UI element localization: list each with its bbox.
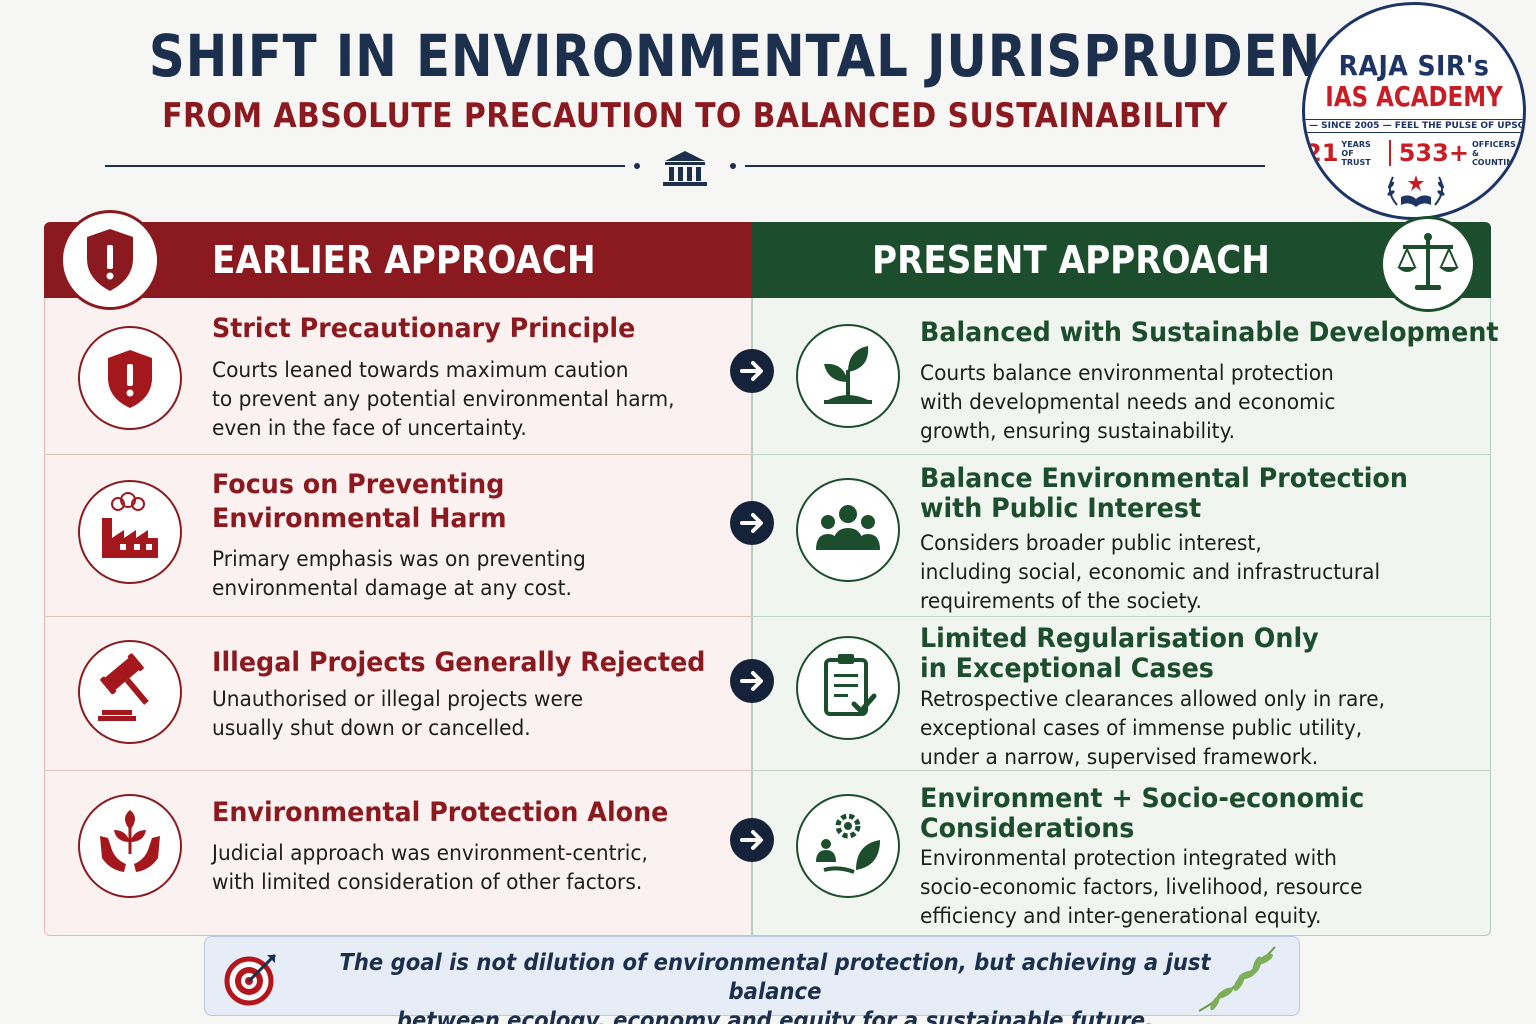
row3-present-body-1: Retrospective clearances allowed only in… bbox=[920, 687, 1386, 711]
logo-years-value: 21 bbox=[1305, 139, 1339, 167]
row2-earlier-heading-2: Environmental Harm bbox=[212, 503, 507, 534]
row1-earlier-body-3: even in the face of uncertainty. bbox=[212, 416, 527, 440]
row2-earlier-icon bbox=[78, 480, 182, 584]
row3-present-icon bbox=[796, 636, 900, 740]
row4-present-body-2: socio-economic factors, livelihood, reso… bbox=[920, 875, 1363, 899]
row4-earlier-icon bbox=[78, 794, 182, 898]
footer-line-1: The goal is not dilution of environmenta… bbox=[339, 950, 1211, 1005]
row1-present-heading: Balanced with Sustainable Development bbox=[920, 317, 1499, 348]
row4-present-icon bbox=[796, 794, 900, 898]
title-divider bbox=[105, 151, 1265, 186]
present-header-title: PRESENT APPROACH bbox=[872, 238, 1270, 282]
row4-earlier-heading: Environmental Protection Alone bbox=[212, 797, 669, 828]
row1-arrow-icon bbox=[730, 349, 774, 393]
logo-academy: IAS ACADEMY bbox=[1325, 80, 1503, 113]
logo-officers-label: OFFICERS bbox=[1471, 139, 1516, 149]
shield-alert-icon bbox=[108, 350, 152, 408]
olive-branch-icon bbox=[1198, 946, 1276, 1012]
courthouse-icon bbox=[663, 151, 707, 186]
row3-earlier-icon bbox=[78, 640, 182, 744]
row2-earlier-body-1: Primary emphasis was on preventing bbox=[212, 547, 586, 571]
row3-present-heading-1: Limited Regularisation Only bbox=[920, 623, 1319, 654]
row2-present-body-1: Considers broader public interest, bbox=[920, 531, 1262, 555]
row2-present-icon bbox=[796, 478, 900, 582]
row1-earlier-body-1: Courts leaned towards maximum caution bbox=[212, 358, 629, 382]
row1-present-body-3: growth, ensuring sustainability. bbox=[920, 419, 1236, 443]
row4-earlier-body-2: with limited consideration of other fact… bbox=[212, 870, 643, 894]
logo-years-label: YEARS bbox=[1341, 139, 1371, 149]
row3-earlier-body-1: Unauthorised or illegal projects were bbox=[212, 687, 584, 711]
row4-present-heading-1: Environment + Socio-economic bbox=[920, 783, 1365, 814]
academy-logo: RAJA SIR's IAS ACADEMY — SINCE 2005 — FE… bbox=[1302, 2, 1526, 220]
row3-present-body-3: under a narrow, supervised framework. bbox=[920, 745, 1319, 769]
shield-alert-icon bbox=[87, 229, 133, 291]
row3-present-heading-2: in Exceptional Cases bbox=[920, 653, 1214, 684]
row1-earlier-icon bbox=[78, 326, 182, 430]
row1-present-body-1: Courts balance environmental protection bbox=[920, 361, 1334, 385]
row1-present-body-2: with developmental needs and economic bbox=[920, 390, 1336, 414]
page-title: SHIFT IN ENVIRONMENTAL JURISPRUDENCE bbox=[148, 22, 1394, 90]
row4-present-heading-2: Considerations bbox=[920, 813, 1135, 844]
target-arrow-icon bbox=[224, 953, 277, 1006]
clipboard-check-icon bbox=[824, 654, 877, 716]
row2-present-heading-2: with Public Interest bbox=[920, 493, 1202, 524]
row3-earlier-body-2: usually shut down or cancelled. bbox=[212, 716, 531, 740]
row3-arrow-icon bbox=[730, 659, 774, 703]
row2-present-body-2: including social, economic and infrastru… bbox=[920, 560, 1381, 584]
scales-icon bbox=[1397, 233, 1459, 290]
row2-present-heading-1: Balance Environmental Protection bbox=[920, 463, 1408, 494]
footer-line-2: between ecology, economy and equity for … bbox=[396, 1008, 1154, 1024]
hands-leaf-icon bbox=[100, 810, 160, 872]
logo-name: RAJA SIR's bbox=[1338, 49, 1490, 82]
comparison-table: EARLIER APPROACH PRESENT APPROACH bbox=[44, 210, 1499, 936]
footer-banner: The goal is not dilution of environmenta… bbox=[204, 936, 1300, 1024]
logo-officers-value: 533+ bbox=[1398, 139, 1469, 167]
people-group-icon bbox=[816, 505, 880, 550]
gear-people-leaf-icon bbox=[816, 813, 880, 874]
present-header-icon bbox=[1380, 216, 1476, 312]
row4-present-body-3: efficiency and inter-generational equity… bbox=[920, 904, 1322, 928]
row1-earlier-body-2: to prevent any potential environmental h… bbox=[212, 387, 675, 411]
gavel-icon bbox=[98, 653, 149, 721]
page-subtitle: FROM ABSOLUTE PRECAUTION TO BALANCED SUS… bbox=[162, 96, 1228, 136]
footer-text: The goal is not dilution of environmenta… bbox=[315, 949, 1235, 1024]
row2-earlier-heading-1: Focus on Preventing bbox=[212, 469, 505, 500]
present-header: PRESENT APPROACH bbox=[752, 222, 1491, 298]
laurel-book-icon bbox=[1387, 175, 1445, 207]
row2-present-body-3: requirements of the society. bbox=[920, 589, 1202, 613]
earlier-header: EARLIER APPROACH bbox=[44, 222, 752, 298]
row2-earlier-body-2: environmental damage at any cost. bbox=[212, 576, 572, 600]
row3-earlier-heading: Illegal Projects Generally Rejected bbox=[212, 647, 706, 678]
earlier-header-icon bbox=[60, 210, 160, 310]
row3-present-body-2: exceptional cases of immense public util… bbox=[920, 716, 1363, 740]
row1-present-icon bbox=[796, 324, 900, 428]
logo-tagline: — SINCE 2005 — FEEL THE PULSE OF UPSC bbox=[1305, 119, 1523, 133]
row4-earlier-body-1: Judicial approach was environment-centri… bbox=[212, 841, 648, 865]
row4-arrow-icon bbox=[730, 818, 774, 862]
row2-arrow-icon bbox=[730, 501, 774, 545]
row1-earlier-heading: Strict Precautionary Principle bbox=[212, 313, 636, 344]
row4-present-body-1: Environmental protection integrated with bbox=[920, 846, 1337, 870]
earlier-header-title: EARLIER APPROACH bbox=[212, 238, 596, 282]
sprout-icon bbox=[824, 346, 872, 404]
factory-icon bbox=[102, 492, 158, 558]
